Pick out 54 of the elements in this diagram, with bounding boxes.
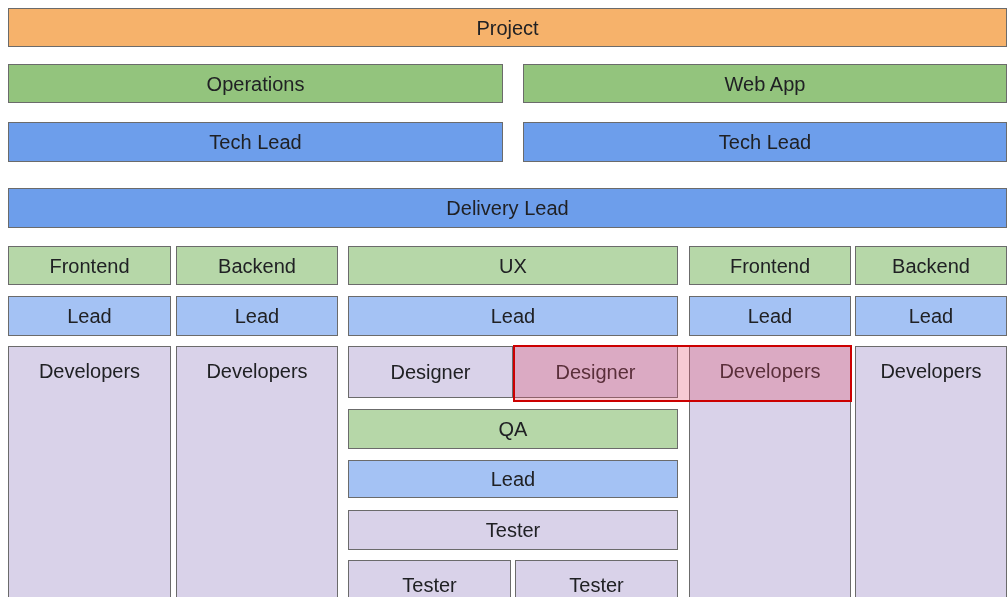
role-label: Developers bbox=[38, 359, 141, 383]
role-label: Project bbox=[476, 15, 539, 40]
role-label: Lead bbox=[908, 304, 954, 328]
role-box bbox=[523, 122, 1007, 162]
role-label: Tester bbox=[402, 573, 457, 597]
role-box bbox=[348, 409, 678, 449]
role-box bbox=[348, 460, 678, 498]
role-label: Frontend bbox=[49, 253, 130, 278]
role-box bbox=[8, 64, 503, 103]
role-label: Designer bbox=[390, 360, 471, 384]
role-box bbox=[8, 296, 171, 336]
role-box bbox=[8, 246, 171, 285]
role-label: Tech Lead bbox=[718, 130, 812, 154]
role-label: Backend bbox=[218, 253, 296, 278]
role-label: Frontend bbox=[729, 253, 811, 278]
role-label: Tester bbox=[485, 518, 541, 542]
role-box bbox=[689, 296, 851, 336]
role-label: Web App bbox=[724, 71, 806, 96]
role-label: Lead bbox=[747, 304, 793, 328]
role-box bbox=[689, 246, 851, 285]
column-box bbox=[515, 560, 678, 597]
role-box bbox=[8, 8, 1007, 47]
column-box bbox=[689, 346, 851, 597]
role-box bbox=[348, 296, 678, 336]
role-label: Tester bbox=[569, 573, 624, 597]
column-box bbox=[176, 346, 338, 597]
role-label: QA bbox=[498, 417, 528, 441]
column-box bbox=[8, 346, 171, 597]
column-box bbox=[855, 346, 1007, 597]
role-box bbox=[8, 188, 1007, 228]
role-label: Backend bbox=[892, 253, 970, 278]
role-label: Lead bbox=[490, 467, 536, 491]
role-box bbox=[348, 510, 678, 550]
role-box bbox=[348, 346, 513, 398]
role-box bbox=[348, 246, 678, 285]
role-label: Lead bbox=[490, 304, 536, 328]
role-box bbox=[513, 346, 678, 398]
column-box bbox=[348, 560, 511, 597]
role-label: Developers bbox=[206, 359, 308, 383]
role-label: Lead bbox=[67, 304, 112, 328]
role-label: Developers bbox=[880, 359, 982, 383]
role-label: Lead bbox=[234, 304, 280, 328]
role-label: Developers bbox=[719, 359, 821, 383]
role-label: Operations bbox=[206, 71, 305, 96]
role-label: UX bbox=[499, 253, 527, 278]
role-box bbox=[8, 122, 503, 162]
role-box bbox=[855, 296, 1007, 336]
role-label: Delivery Lead bbox=[446, 196, 569, 220]
role-label: Designer bbox=[555, 360, 636, 384]
role-label: Tech Lead bbox=[209, 130, 302, 154]
role-box bbox=[523, 64, 1007, 103]
role-box bbox=[176, 296, 338, 336]
role-box bbox=[855, 246, 1007, 285]
role-box bbox=[176, 246, 338, 285]
